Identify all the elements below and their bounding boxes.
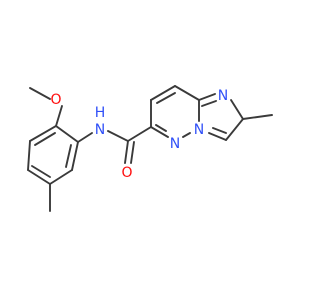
- atom-pyridazine-nitrogen: N: [170, 136, 180, 152]
- molecule-structure: O N H O N N N: [27, 85, 273, 212]
- atom-methoxy-oxygen: O: [50, 92, 61, 108]
- molecule-diagram: O N H O N N N: [27, 85, 273, 212]
- atom-carbonyl-oxygen: O: [121, 165, 132, 181]
- bond-methoxy-oxygen-ring: [55, 105, 63, 127]
- bond-ring-c-1-inner: [201, 100, 217, 107]
- atom-labels: O N H O N N N: [50, 88, 228, 181]
- bond-ring-a-4: [27, 169, 51, 185]
- bond-ring-a-2: [71, 141, 79, 171]
- bond-ring-a-3: [49, 169, 73, 185]
- atom-bridgehead-nitrogen: N: [194, 122, 204, 138]
- bond-carbonyl-to-ring: [127, 126, 152, 142]
- bond-ring-b-2-inner: [156, 92, 176, 104]
- bond-carbonyl-oxygen-2: [130, 141, 135, 164]
- bond-ring-a-6: [29, 125, 57, 142]
- atom-imidazole-nitrogen: N: [218, 88, 228, 104]
- bond-layer: [27, 85, 273, 212]
- bond-ring-c-1: [198, 93, 216, 101]
- bond-ring-c-2: [230, 99, 244, 120]
- bond-ring-a-1: [55, 125, 79, 143]
- bond-carbonyl-oxygen-1: [124, 140, 129, 164]
- bond-methoxy-methyl: [29, 87, 51, 100]
- atom-amide-nitrogen: N: [95, 122, 105, 138]
- bond-ring-c-3: [225, 118, 244, 141]
- bond-ring-b-6-inner: [155, 124, 167, 132]
- bond-ring-a-4-inner: [31, 165, 51, 178]
- bond-ring-b-3: [174, 85, 200, 101]
- bond-ring-b-6: [150, 126, 169, 138]
- bond-ring-b-2: [150, 85, 176, 101]
- bond-ring-a-2-inner: [65, 144, 72, 168]
- bond-ring-b-5: [182, 132, 191, 138]
- bond-imidazole-methyl: [242, 114, 273, 120]
- bond-ring-a-6-inner: [34, 132, 56, 146]
- bond-ring-to-amide-n: [77, 132, 93, 143]
- bond-ring-a-5: [27, 140, 31, 171]
- atom-amide-hydrogen: H: [95, 105, 106, 121]
- bond-ring-c-4-inner: [212, 127, 227, 134]
- bond-amide-n-to-carbonyl: [107, 130, 129, 142]
- bond-ring-c-4: [208, 132, 227, 141]
